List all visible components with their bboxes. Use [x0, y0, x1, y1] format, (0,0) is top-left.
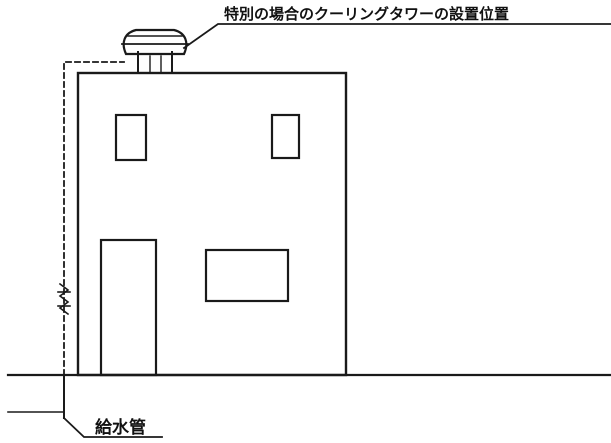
- cooling-tower-leader-line: [182, 23, 611, 50]
- building-outline: [76, 71, 348, 377]
- window-lower: [204, 248, 290, 303]
- cooling-tower-position-label: 特別の場合のクーリングタワーの設置位置: [224, 5, 509, 23]
- water-supply-pipe-label: 給水管: [95, 417, 146, 438]
- water-pipe-leader-line: [62, 416, 163, 438]
- water-pipe-dashed: [63, 61, 125, 376]
- window-upper-left: [114, 113, 148, 162]
- window-upper-right: [270, 113, 301, 160]
- valve-symbol-icon: [57, 282, 71, 316]
- door: [99, 238, 158, 377]
- cooling-tower-icon: [121, 28, 189, 74]
